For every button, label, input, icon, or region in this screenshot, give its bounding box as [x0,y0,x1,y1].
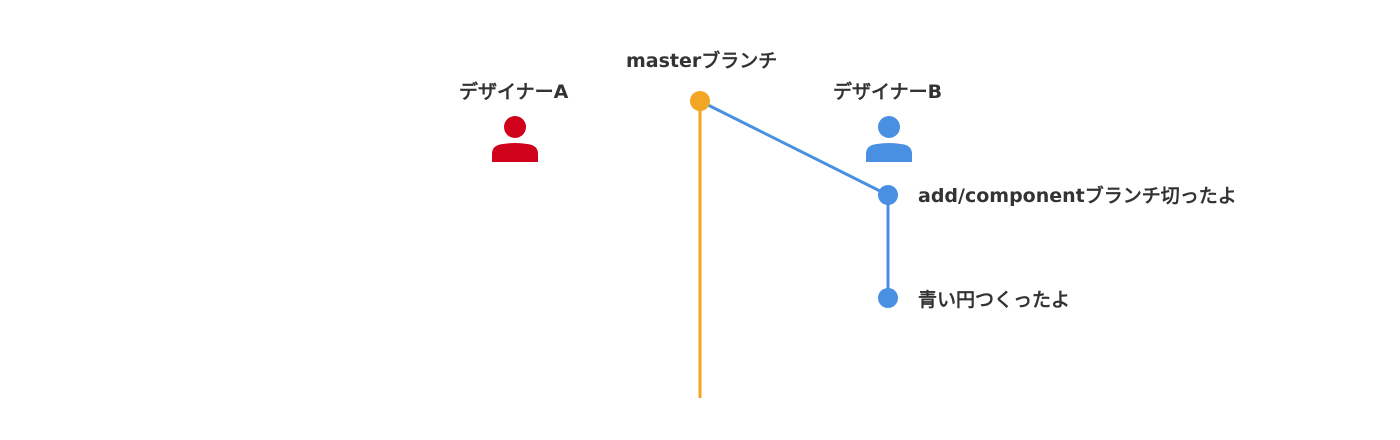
commit-label-1: add/componentブランチ切ったよ [918,185,1237,207]
master-branch-label: masterブランチ [626,50,778,72]
feature-commit-node-1 [878,185,898,205]
designer-b-label: デザイナーB [833,81,943,103]
feature-branch-diagonal-line [699,99,889,197]
user-icon [866,116,912,162]
feature-commit-node-2 [878,288,898,308]
commit-label-2: 青い円つくったよ [918,289,1071,311]
user-icon [492,116,538,162]
master-commit-node [690,91,710,111]
designer-a-label: デザイナーA [459,81,569,103]
